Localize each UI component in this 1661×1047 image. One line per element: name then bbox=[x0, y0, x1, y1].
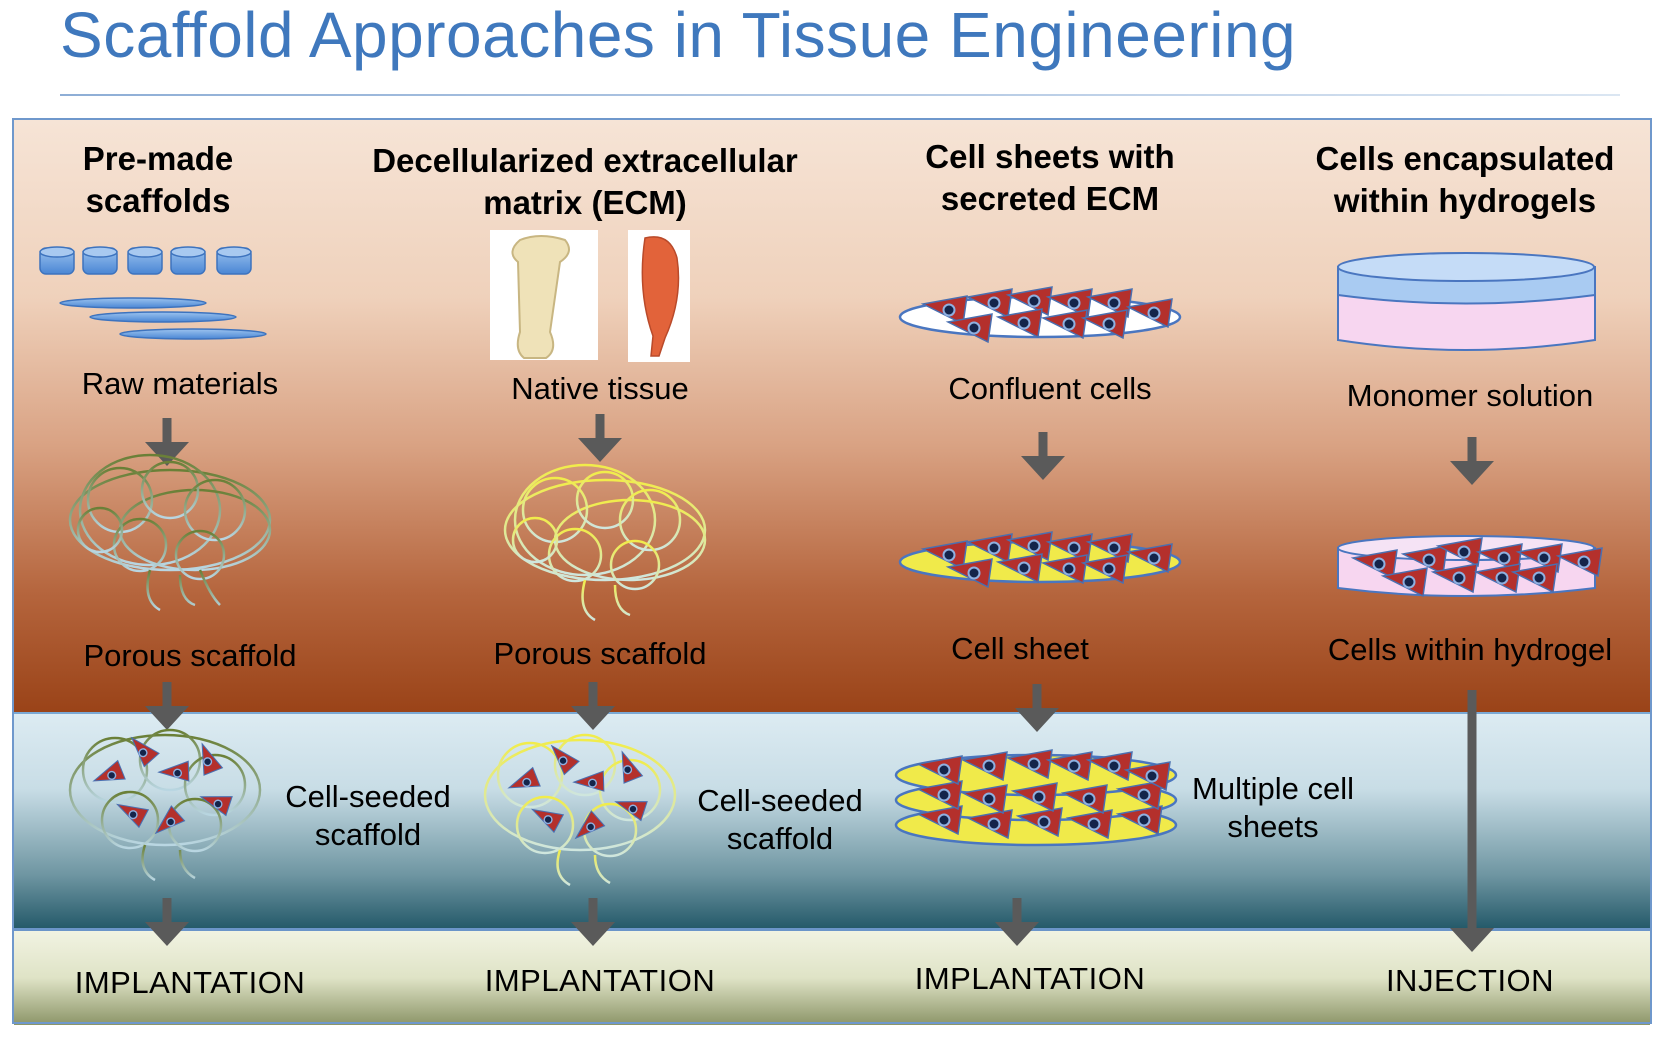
heading-line: within hydrogels bbox=[1333, 182, 1597, 219]
column-heading-hydrogels: Cells encapsulated within hydrogels bbox=[1290, 138, 1640, 222]
step-label: Cell-seeded scaffold bbox=[268, 778, 468, 854]
diagram-title: Scaffold Approaches in Tissue Engineerin… bbox=[60, 0, 1297, 71]
outcome-label: IMPLANTATION bbox=[914, 961, 1146, 996]
diagram-frame bbox=[12, 118, 1652, 1024]
cell-seeded-scaffold-icon bbox=[68, 728, 262, 882]
outcome-label: IMPLANTATION bbox=[484, 963, 716, 998]
in-vitro-preparation-band bbox=[14, 120, 1650, 712]
step-label: Monomer solution bbox=[1346, 378, 1594, 413]
cell-sheet-icon bbox=[898, 531, 1182, 588]
confluent-cells-icon bbox=[898, 286, 1182, 343]
muscle-icon bbox=[628, 230, 690, 362]
heading-line: Decellularized extracellular bbox=[372, 142, 798, 179]
column-heading-cell-sheets: Cell sheets with secreted ECM bbox=[900, 136, 1200, 220]
arrow-down-icon bbox=[578, 414, 622, 462]
outcome-label: IMPLANTATION bbox=[74, 965, 306, 1000]
hydrogel-cells-icon bbox=[1337, 535, 1603, 597]
heading-line: Pre-made bbox=[82, 140, 234, 177]
delivery-band bbox=[14, 928, 1650, 1025]
column-heading-premade-scaffolds: Pre-made scaffolds bbox=[58, 138, 258, 222]
step-label-line: Cell-seeded bbox=[697, 783, 863, 818]
arrow-down-icon bbox=[571, 898, 615, 946]
arrow-down-icon bbox=[1021, 432, 1065, 480]
step-label: Porous scaffold bbox=[83, 638, 297, 673]
bone-icon bbox=[490, 230, 598, 360]
arrow-down-icon bbox=[145, 682, 189, 730]
heading-line: secreted ECM bbox=[940, 180, 1160, 217]
cell-seeding-band bbox=[14, 712, 1650, 928]
step-label: Cell sheet bbox=[951, 631, 1089, 666]
cell-seeded-scaffold-icon bbox=[483, 733, 677, 887]
step-label: Multiple cell sheets bbox=[1168, 770, 1378, 846]
step-label-line: Multiple cell bbox=[1192, 771, 1354, 806]
outcome-label: INJECTION bbox=[1385, 963, 1555, 998]
heading-line: scaffolds bbox=[85, 182, 231, 219]
step-label-line: scaffold bbox=[314, 817, 422, 852]
title-underline bbox=[60, 94, 1620, 96]
step-label: Porous scaffold bbox=[493, 636, 707, 671]
arrow-down-icon bbox=[995, 898, 1039, 946]
step-label-line: Cell-seeded bbox=[285, 779, 451, 814]
step-label: Confluent cells bbox=[948, 371, 1152, 406]
petri-dish-icon bbox=[1337, 252, 1596, 351]
arrow-down-icon bbox=[1450, 437, 1494, 485]
arrow-down-icon bbox=[145, 418, 189, 466]
arrow-down-icon bbox=[1015, 684, 1059, 732]
porous-scaffold-icon bbox=[68, 453, 272, 612]
decellularized-scaffold-icon bbox=[503, 463, 707, 622]
stacked-cell-sheets-icon bbox=[894, 749, 1178, 847]
long-arrow-down-icon bbox=[1450, 690, 1494, 952]
step-label: Native tissue bbox=[511, 371, 689, 406]
step-label: Cell-seeded scaffold bbox=[680, 782, 880, 858]
arrow-down-icon bbox=[571, 682, 615, 730]
heading-line: Cells encapsulated bbox=[1315, 140, 1615, 177]
raw-materials-icon bbox=[39, 246, 267, 340]
heading-line: Cell sheets with bbox=[925, 138, 1175, 175]
step-label: Cells within hydrogel bbox=[1327, 632, 1613, 667]
step-label: Raw materials bbox=[81, 366, 279, 401]
step-label-line: sheets bbox=[1227, 809, 1319, 844]
step-label-line: scaffold bbox=[726, 821, 834, 856]
heading-line: matrix (ECM) bbox=[483, 184, 687, 221]
column-heading-decellularized-ecm: Decellularized extracellular matrix (ECM… bbox=[350, 140, 820, 224]
arrow-down-icon bbox=[145, 898, 189, 946]
